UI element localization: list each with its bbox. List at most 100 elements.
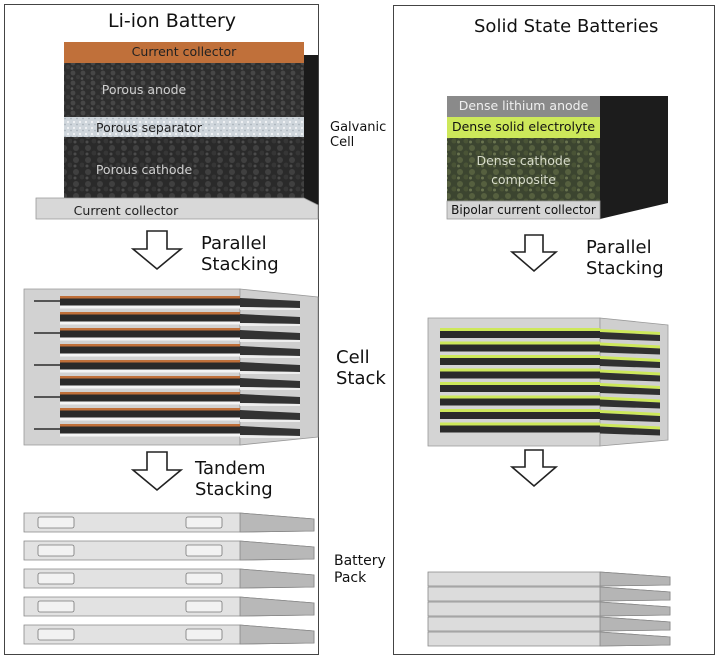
dense-solid-electrolyte-label: Dense solid electrolyte <box>451 119 596 134</box>
electrolyte-layer <box>440 409 600 412</box>
electrode-layer <box>60 314 240 322</box>
tab-lead <box>34 396 60 398</box>
tab-lead <box>34 364 60 366</box>
galvanic-cell-label: Galvanic Cell <box>330 120 387 150</box>
bottom-current-collector <box>35 197 319 220</box>
electrolyte-side-layer <box>600 383 660 389</box>
copper-foil-layer <box>60 392 240 395</box>
copper-foil-layer <box>60 296 240 299</box>
pack-slab-side <box>599 616 671 632</box>
battery-pack-label: Battery Pack <box>334 553 386 586</box>
electrode-side-layer <box>240 394 300 404</box>
cathode-layer <box>440 371 600 379</box>
electrolyte-layer <box>440 395 600 399</box>
electrolyte-side-layer <box>600 356 660 362</box>
electrolyte-layer <box>440 328 600 331</box>
terminal-tab <box>185 600 223 613</box>
electrode-layer <box>60 426 240 434</box>
terminal-tab <box>185 544 223 557</box>
copper-foil-layer <box>60 344 240 347</box>
electrolyte-side-layer <box>600 329 660 335</box>
electrolyte-layer <box>440 341 600 345</box>
cathode-layer <box>440 358 600 365</box>
separator-layer <box>60 417 240 421</box>
tab-lead <box>34 300 60 302</box>
separator-side-layer <box>240 419 300 422</box>
left-parallel-stacking-label: Parallel Stacking <box>201 233 279 275</box>
porous-cathode-layer <box>64 137 304 198</box>
copper-foil-layer <box>60 408 240 411</box>
terminal-tab <box>185 572 223 585</box>
terminal-tab <box>37 516 75 529</box>
cathode-side-layer <box>600 386 660 395</box>
cathode-layer <box>440 331 600 338</box>
li-ion-cell-stack <box>23 288 319 446</box>
separator-side-layer <box>240 403 300 406</box>
pack-module-side <box>239 540 315 561</box>
separator-layer <box>60 385 240 389</box>
pack-module-side <box>239 624 315 645</box>
electrode-side-layer <box>240 330 300 340</box>
terminal-tab <box>37 628 75 641</box>
terminal-tab <box>185 628 223 641</box>
electrode-side-layer <box>240 410 300 420</box>
separator-layer <box>60 369 240 373</box>
dense-lithium-anode-layer <box>447 96 600 117</box>
dense-lithium-anode-label: Dense lithium anode <box>458 98 589 113</box>
separator-side-layer <box>240 371 300 374</box>
cell-stack-label: Cell Stack <box>336 347 386 389</box>
dense-solid-electrolyte-layer <box>447 117 600 138</box>
separator-layer <box>60 433 240 437</box>
arrow-down-icon <box>509 234 559 273</box>
cathode-layer <box>440 412 600 419</box>
separator-side-layer <box>240 387 300 390</box>
tandem-stacking-label: Tandem Stacking <box>195 458 273 500</box>
separator-layer <box>60 321 240 325</box>
electrolyte-side-layer <box>600 396 660 403</box>
electrode-layer <box>60 330 240 338</box>
li-ion-title: Li-ion Battery <box>108 10 237 32</box>
pack-slab-side <box>599 586 671 602</box>
cathode-side-layer <box>600 426 660 436</box>
arrow-down-icon <box>130 451 184 492</box>
electrode-layer <box>60 410 240 418</box>
bottom-collector-label: Current collector <box>73 203 179 218</box>
separator-layer <box>60 353 240 357</box>
electrode-layer <box>60 346 240 354</box>
top-current-collector <box>64 42 304 63</box>
cathode-layer <box>440 344 600 352</box>
copper-foil-layer <box>60 424 240 427</box>
copper-foil-layer <box>60 312 240 315</box>
cathode-side-layer <box>600 359 660 368</box>
dense-cathode-composite-layer <box>447 138 600 201</box>
pack-slab-side <box>599 571 671 587</box>
electrode-side-layer <box>240 346 300 356</box>
separator-side-layer <box>240 323 300 326</box>
tab-lead <box>34 332 60 334</box>
cathode-side-layer <box>600 332 660 341</box>
electrode-side-layer <box>240 298 300 308</box>
cathode-side-layer <box>600 372 660 382</box>
li-ion-cell <box>35 42 319 220</box>
cathode-side-layer <box>600 399 660 409</box>
pack-module-side <box>239 512 315 533</box>
porous-anode-layer <box>64 63 304 117</box>
arrow-down-icon <box>130 230 184 271</box>
electrolyte-side-layer <box>600 369 660 376</box>
electrolyte-side-layer <box>600 423 660 430</box>
electrode-side-layer <box>240 426 300 436</box>
terminal-tab <box>37 544 75 557</box>
electrode-side-layer <box>240 314 300 324</box>
electrolyte-layer <box>440 368 600 372</box>
electrode-layer <box>60 362 240 370</box>
electrode-layer <box>60 298 240 306</box>
electrolyte-layer <box>440 355 600 358</box>
terminal-tab <box>37 600 75 613</box>
bipolar-current-collector-layer <box>446 200 601 220</box>
separator-side-layer <box>240 435 300 438</box>
electrolyte-layer <box>440 382 600 385</box>
electrolyte-layer <box>440 422 600 426</box>
copper-foil-layer <box>60 328 240 331</box>
porous-separator-label: Porous separator <box>96 120 202 135</box>
cathode-layer <box>440 398 600 406</box>
